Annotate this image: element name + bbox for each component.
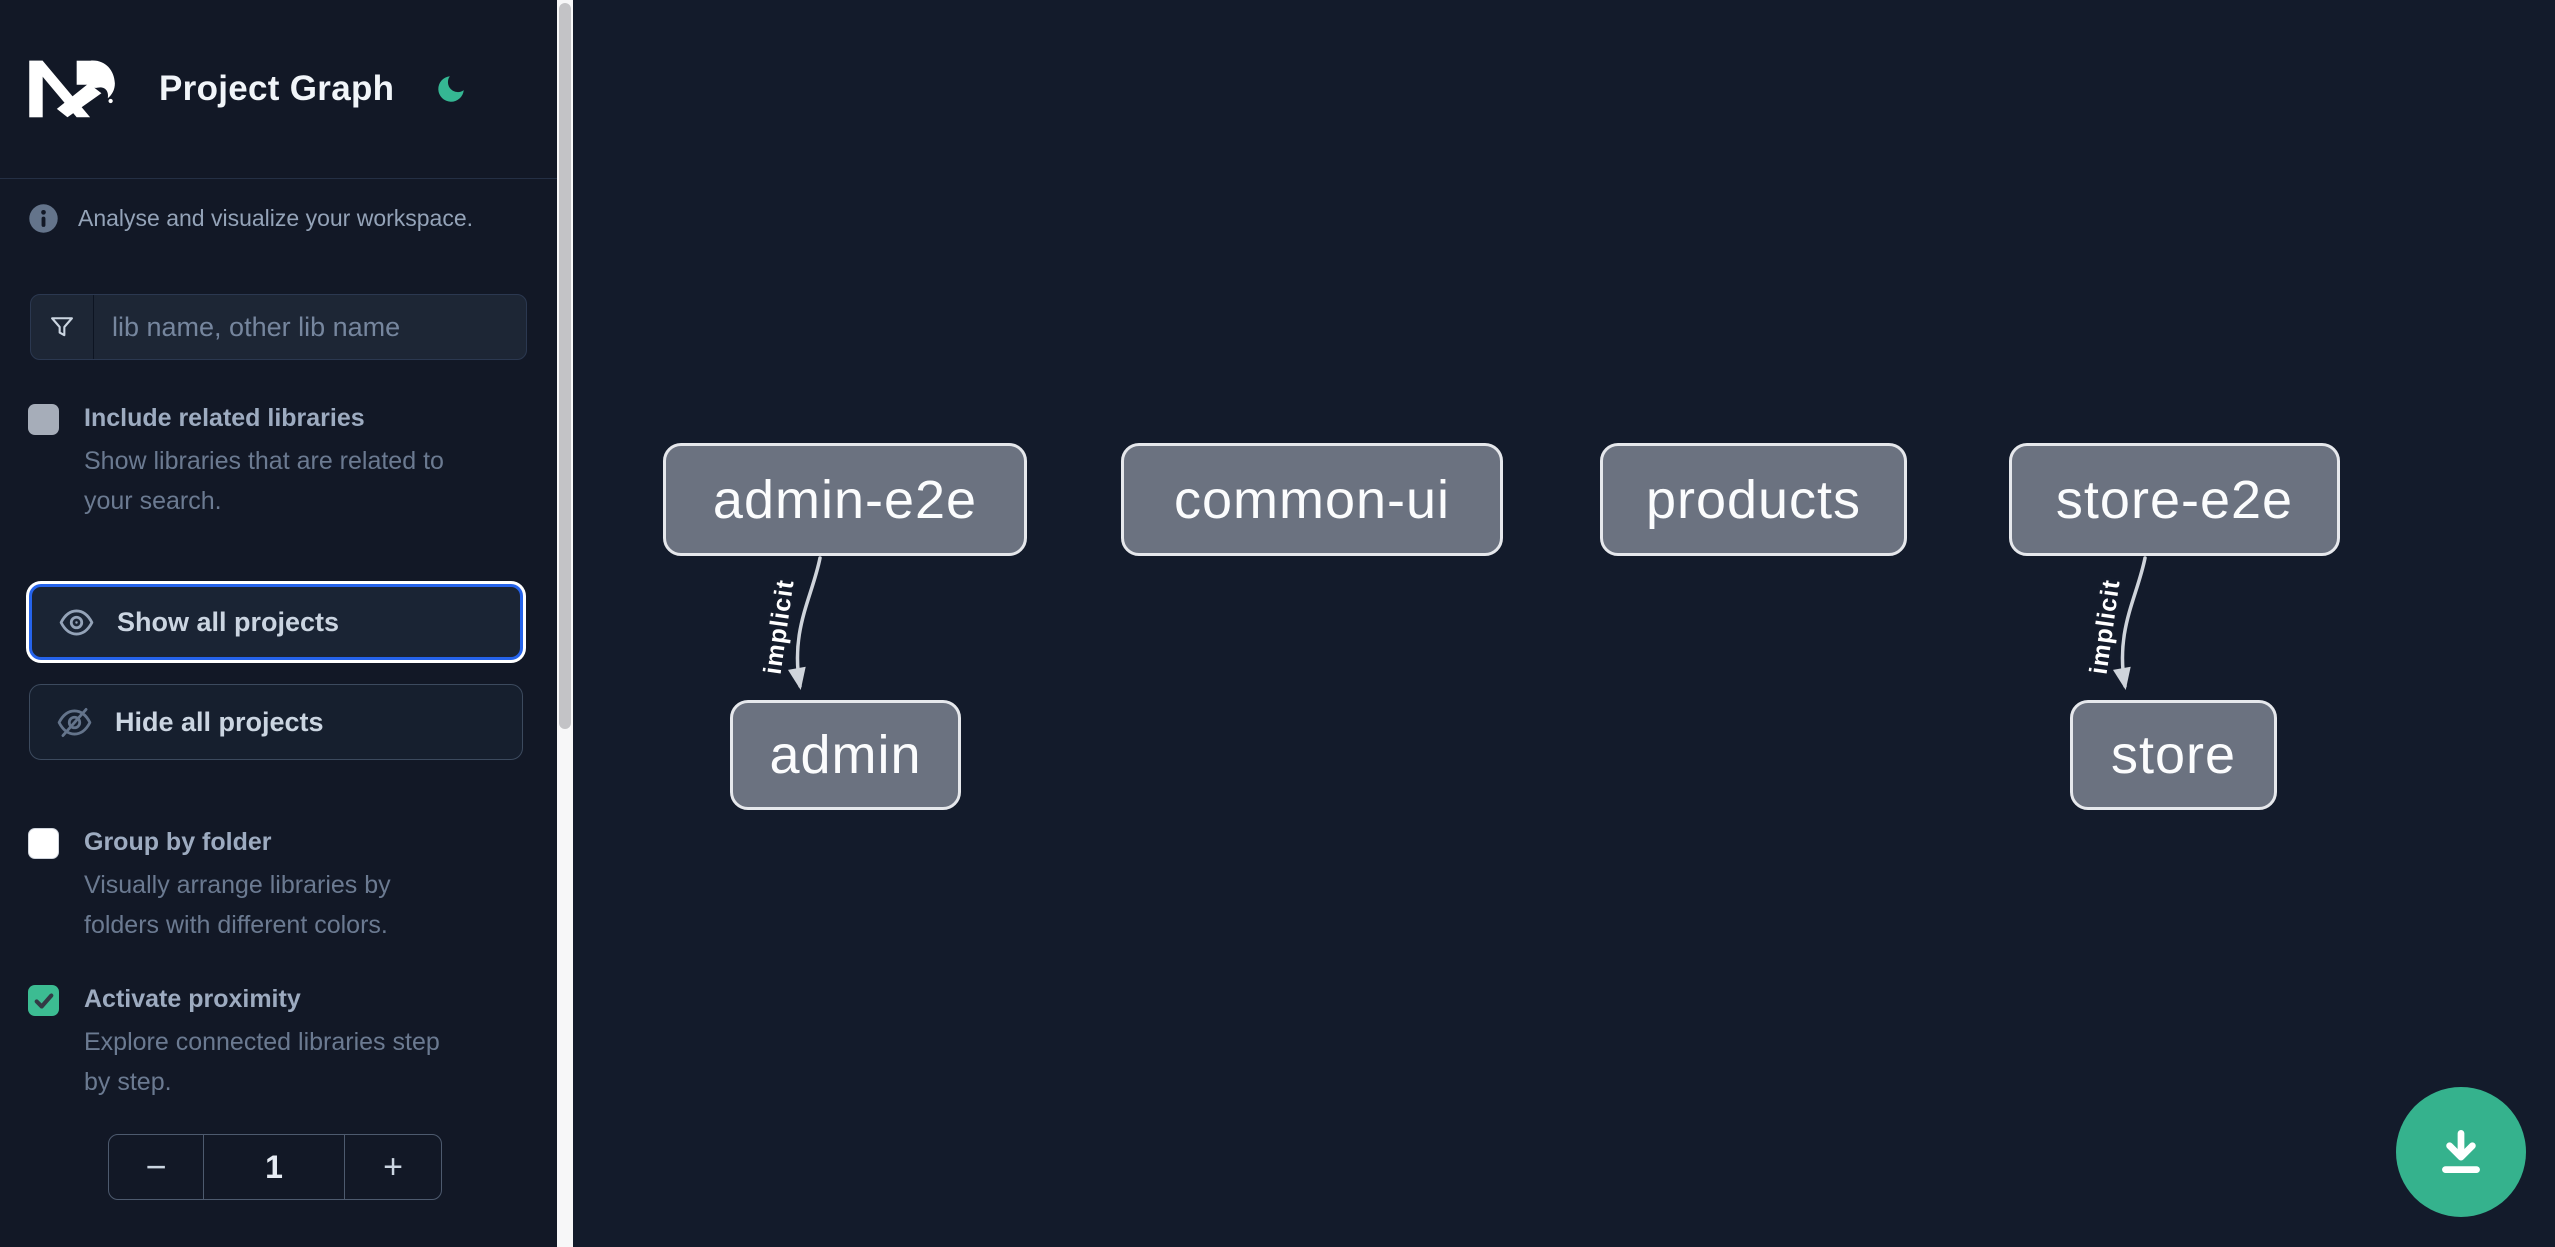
filter-icon-cell: [31, 295, 94, 359]
option-description: Show libraries that are related to your …: [84, 447, 444, 515]
graph-node-products[interactable]: products: [1600, 443, 1907, 556]
tagline-row: Analyse and visualize your workspace.: [28, 203, 531, 234]
stepper-value: 1: [265, 1148, 283, 1185]
edge-label: implicit: [759, 578, 800, 676]
stepper-decrement-button[interactable]: −: [109, 1135, 204, 1199]
group-by-folder-checkbox[interactable]: [28, 828, 59, 859]
button-label: Hide all projects: [115, 706, 324, 737]
filter-box: [30, 294, 527, 360]
option-activate-proximity: Activate proximity Explore connected lib…: [28, 983, 531, 1102]
page-title: Project Graph: [159, 69, 395, 108]
edge-store-e2e-to-store: [2112, 556, 2147, 690]
graph-canvas[interactable]: implicit implicit admin-e2e common-ui pr…: [573, 0, 2555, 1247]
graph-node-common-ui[interactable]: common-ui: [1121, 443, 1503, 556]
proximity-depth-stepper: − 1 +: [108, 1134, 442, 1200]
option-label: Include related libraries: [84, 404, 365, 432]
search-input[interactable]: [94, 295, 526, 359]
checkmark-icon: [34, 992, 53, 1009]
eye-icon: [59, 609, 94, 635]
nx-logo: [29, 60, 115, 118]
info-icon: [29, 204, 58, 233]
sidebar-scrollbar-thumb[interactable]: [559, 3, 571, 729]
sidebar-header: Project Graph: [0, 0, 557, 179]
option-group-by-folder: Group by folder Visually arrange librari…: [28, 826, 531, 945]
option-include-related: Include related libraries Show libraries…: [28, 402, 531, 521]
download-graph-button[interactable]: [2396, 1087, 2526, 1217]
edge-admin-e2e-to-admin: [787, 556, 822, 690]
stepper-increment-button[interactable]: +: [344, 1135, 441, 1199]
graph-node-store-e2e[interactable]: store-e2e: [2009, 443, 2340, 556]
moon-icon[interactable]: [434, 72, 468, 106]
graph-node-store[interactable]: store: [2070, 700, 2277, 810]
graph-node-admin[interactable]: admin: [730, 700, 961, 810]
option-description: Visually arrange libraries by folders wi…: [84, 871, 391, 939]
edge-layer: implicit implicit: [756, 556, 2147, 690]
edge-label: implicit: [2085, 578, 2126, 676]
sidebar: Project Graph Analyse and visualize your…: [0, 0, 557, 1247]
tagline: Analyse and visualize your workspace.: [78, 205, 474, 231]
option-label: Group by folder: [84, 828, 272, 856]
download-icon: [2442, 1129, 2480, 1173]
include-related-checkbox[interactable]: [28, 404, 59, 435]
activate-proximity-checkbox[interactable]: [28, 985, 59, 1016]
option-description: Explore connected libraries step by step…: [84, 1028, 440, 1096]
eye-off-icon: [57, 707, 92, 737]
hide-all-projects-button[interactable]: Hide all projects: [29, 684, 523, 760]
graph-node-admin-e2e[interactable]: admin-e2e: [663, 443, 1027, 556]
show-all-projects-button[interactable]: Show all projects: [29, 584, 523, 660]
button-label: Show all projects: [117, 606, 340, 637]
sidebar-scrollbar-track[interactable]: [557, 0, 573, 1247]
filter-funnel-icon: [51, 317, 73, 337]
option-label: Activate proximity: [84, 985, 301, 1013]
